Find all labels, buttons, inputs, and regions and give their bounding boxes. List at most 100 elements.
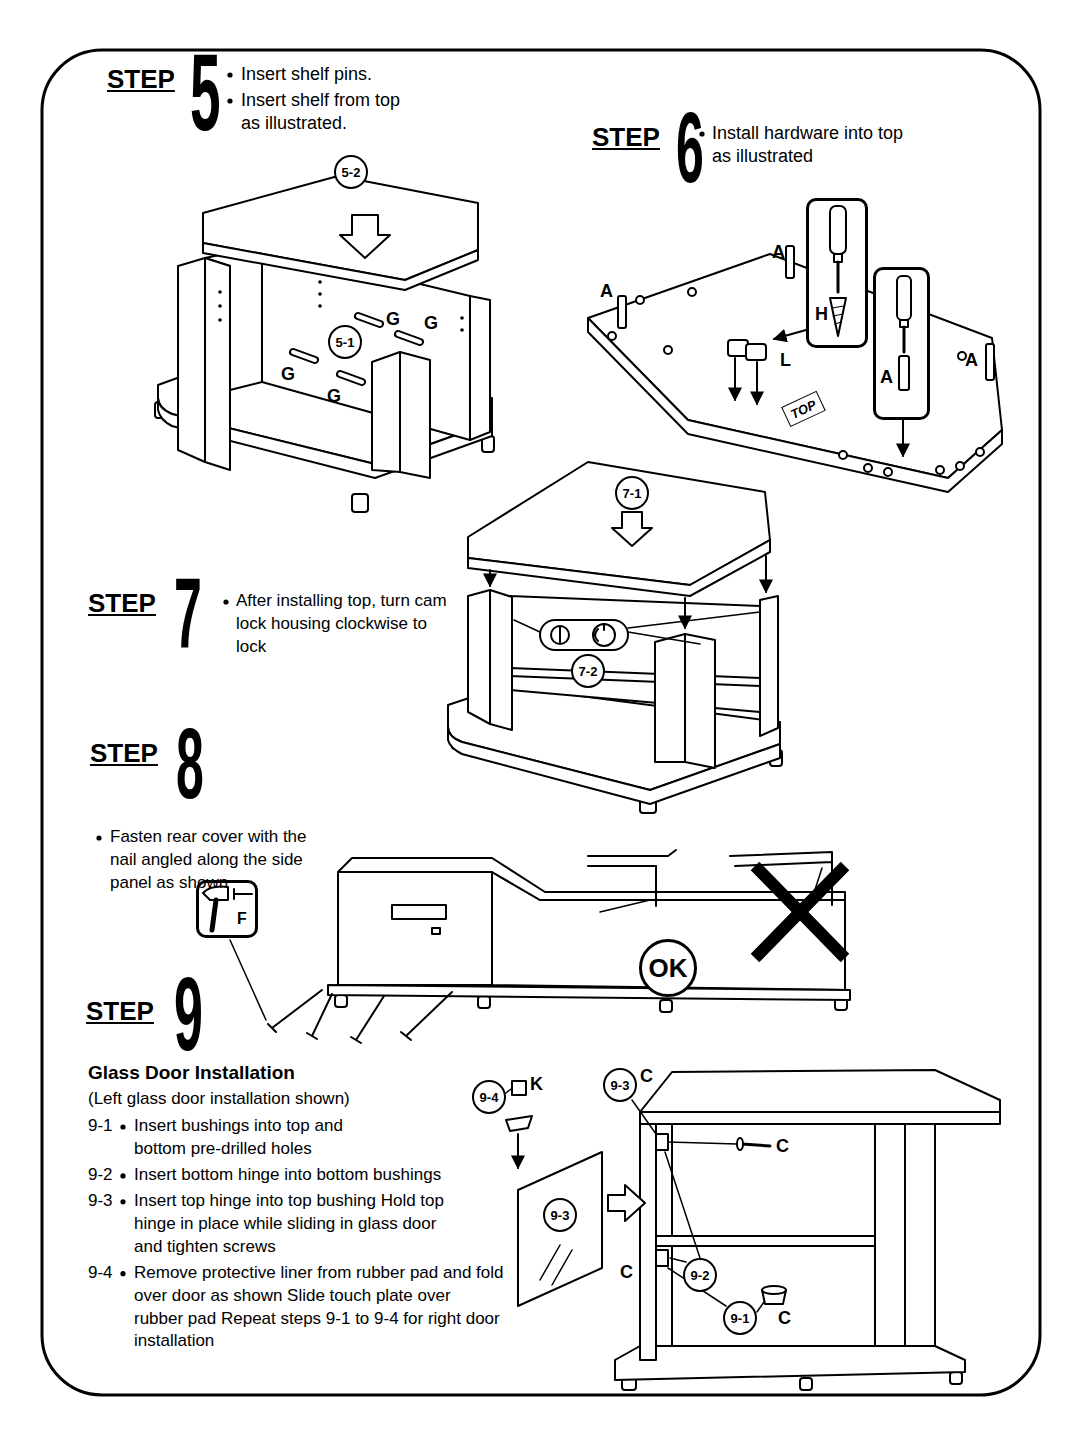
step9-cabinet [737, 1138, 743, 1150]
step9-cabinet [762, 1286, 786, 1294]
step8-cabinet-rear [335, 995, 347, 1007]
nail-detail-ok [588, 850, 676, 912]
nails [230, 940, 452, 1043]
step7-cabinet [684, 634, 686, 762]
bullet-dot [227, 72, 232, 77]
shelf-pin-holes [218, 304, 222, 308]
step-heading: STEP [86, 996, 154, 1027]
bullet-dot [120, 1124, 125, 1129]
node-text: 5-1 [336, 336, 355, 349]
node-text: 7-1 [623, 487, 642, 500]
panel-holes [664, 346, 672, 354]
panel-holes [608, 332, 616, 340]
step-heading: STEP [592, 122, 660, 153]
leader-lines [670, 1258, 686, 1262]
step7-cabinet [551, 626, 569, 644]
leader-lines [506, 1089, 511, 1093]
step6-top-panel [902, 420, 904, 456]
leader-lines [506, 1089, 764, 1312]
nail-detail-ok [588, 865, 656, 867]
callout-number: 9-3 [603, 1068, 637, 1102]
shelf-pins [358, 316, 380, 324]
step8-cabinet-rear [212, 900, 216, 930]
instruction-text: After installing top, turn cam lock hous… [236, 590, 451, 659]
panel-holes [839, 451, 847, 459]
step6-top-panel [830, 298, 846, 336]
step6-top-panel [830, 206, 846, 254]
step-number: 9 [174, 962, 203, 1066]
step9-cabinet [540, 1245, 572, 1285]
part-letter: A [600, 281, 613, 303]
step9-cabinet [615, 1346, 965, 1380]
step9-cabinet [640, 1124, 656, 1360]
instruction-text: Insert bushings into top and bottom pre-… [134, 1115, 384, 1161]
part-letter: A [772, 242, 785, 264]
substep-number: 9-3 [88, 1190, 113, 1213]
shelf-pins [398, 334, 420, 342]
glass-door [518, 1152, 602, 1306]
step8-cabinet-rear [432, 928, 440, 934]
note-text: (Left glass door installation shown) [88, 1089, 350, 1109]
shelf-pin-holes [218, 318, 222, 322]
step5-cabinet [204, 258, 206, 462]
substep-number: 9-2 [88, 1164, 113, 1187]
step6-top-panel [746, 344, 766, 360]
step7-cabinet [448, 462, 782, 813]
part-letter: G [386, 309, 400, 331]
insert-arrow [612, 512, 652, 546]
nail-detail-ok [600, 900, 650, 912]
substep-number: 9-4 [88, 1262, 113, 1285]
panel-holes [884, 468, 892, 476]
step6-top-panel [618, 296, 626, 328]
node-text: 9-2 [691, 1269, 710, 1282]
callout-number: 9-3 [543, 1198, 577, 1232]
step5-cabinet [178, 258, 230, 470]
step9-cabinet [655, 1236, 875, 1246]
step5-cabinet [352, 494, 368, 512]
step8-cabinet-rear [328, 985, 850, 1000]
step7-cabinet [595, 624, 604, 641]
instruction-text: Insert shelf from top as illustrated. [241, 89, 413, 135]
nails [351, 996, 384, 1043]
step7-cabinet [760, 596, 778, 736]
step8-cabinet-rear [234, 889, 252, 899]
part-letter: C [778, 1308, 791, 1330]
step7-cabinet [540, 620, 628, 650]
shelf-pin-holes [318, 304, 322, 308]
part-letter: C [620, 1262, 633, 1284]
bullet-dot [223, 599, 228, 604]
bullet-dot [96, 835, 101, 840]
step6-top-panel [756, 362, 758, 404]
insert-arrow [608, 1185, 645, 1221]
part-letter: G [327, 386, 341, 408]
instruction-text: Remove protective liner from rubber pad … [134, 1262, 504, 1354]
step7-cabinet [510, 668, 760, 686]
step5-cabinet [203, 243, 478, 290]
step-heading: STEP [90, 738, 158, 769]
step6-top-panel [832, 306, 844, 324]
step7-cabinet [684, 598, 686, 628]
node-text: 5-2 [342, 166, 361, 179]
step6-top-panel [588, 198, 1002, 492]
step9-cabinet [640, 1112, 1000, 1124]
nails [230, 940, 266, 1020]
step8-cabinet-rear [392, 905, 446, 919]
step9-cabinet [506, 1070, 1000, 1390]
step7-cabinet [468, 590, 512, 730]
step8-cabinet-rear [478, 996, 490, 1008]
step8-cabinet-rear [196, 858, 850, 1043]
step9-cabinet [656, 1250, 668, 1266]
panel-holes [864, 464, 872, 472]
shelf-pin-holes [318, 280, 322, 284]
nails [307, 994, 332, 1039]
step7-cabinet [765, 556, 767, 592]
step6-top-panel [806, 198, 868, 348]
nail-detail-wrong [755, 866, 845, 958]
step7-cabinet [468, 540, 770, 596]
leader-lines [665, 1152, 700, 1258]
node-text: F [237, 911, 247, 927]
instruction-text: Insert shelf pins. [241, 63, 372, 86]
nail-detail-wrong [730, 852, 845, 958]
node-text: 9-1 [731, 1312, 750, 1325]
